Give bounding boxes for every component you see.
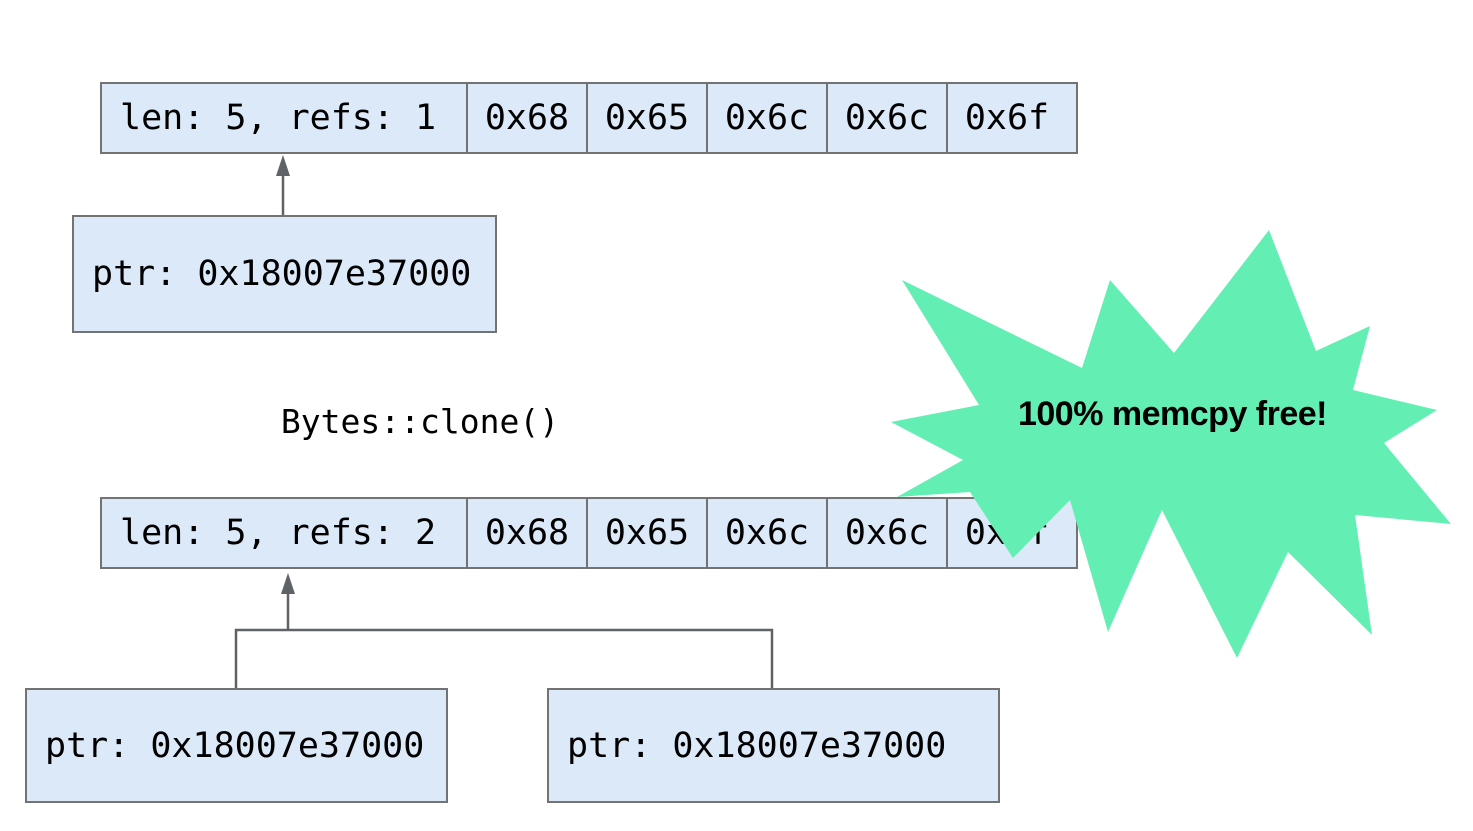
ptr-box-before: ptr: 0x18007e37000 (72, 215, 497, 333)
byte-cell: 0x65 (586, 84, 706, 152)
header-cell-after: len: 5, refs: 2 (102, 499, 466, 567)
arrow-after-bracket-to-header (281, 573, 295, 630)
byte-cell: 0x68 (466, 499, 586, 567)
starburst-shape-icon (891, 230, 1451, 658)
memcpy-free-badge: 100% memcpy free! (885, 225, 1460, 665)
byte-cell: 0x6c (706, 499, 826, 567)
memory-row-before: len: 5, refs: 1 0x68 0x65 0x6c 0x6c 0x6f (100, 82, 1078, 154)
bracket-after-ptrs (234, 628, 774, 688)
byte-cell: 0x6c (706, 84, 826, 152)
byte-cell: 0x68 (466, 84, 586, 152)
byte-cell: 0x6c (826, 499, 946, 567)
ptr-box-after-left: ptr: 0x18007e37000 (25, 688, 448, 803)
memory-row-after: len: 5, refs: 2 0x68 0x65 0x6c 0x6c 0x6f (100, 497, 1078, 569)
byte-cell: 0x6f (946, 84, 1066, 152)
badge-text: 100% memcpy free! (1017, 395, 1328, 433)
ptr-box-after-right: ptr: 0x18007e37000 (547, 688, 1000, 803)
byte-cell: 0x6c (826, 84, 946, 152)
byte-cell: 0x65 (586, 499, 706, 567)
header-cell-before: len: 5, refs: 1 (102, 84, 466, 152)
arrow-before-ptr-to-header (276, 155, 290, 215)
operation-label: Bytes::clone() (280, 402, 560, 441)
